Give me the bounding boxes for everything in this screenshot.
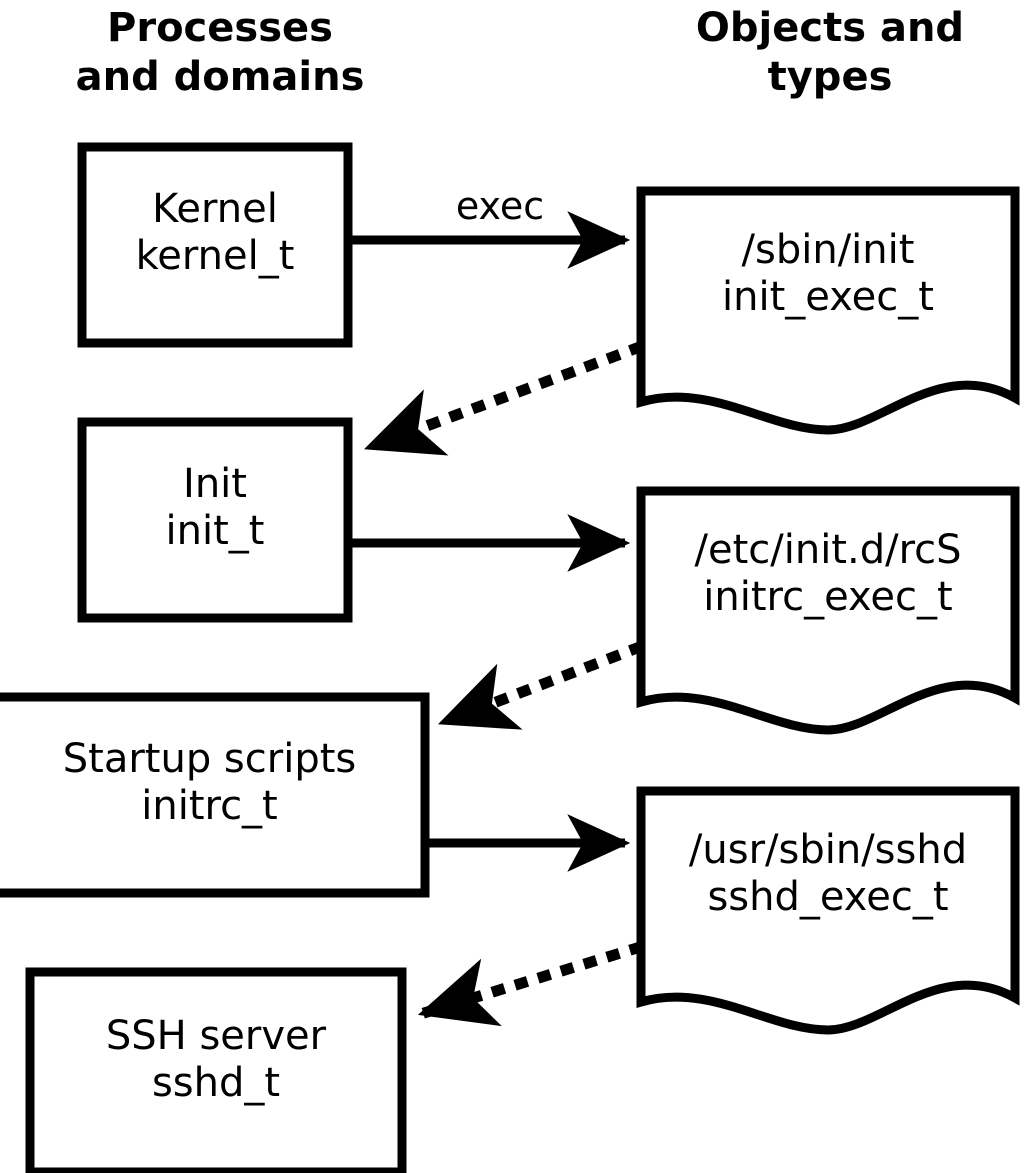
process-node-kernel[interactable] — [77, 142, 353, 348]
process-node-init[interactable] — [77, 417, 353, 623]
column-header-objects: Objects and types — [695, 5, 965, 100]
process-node-sshd[interactable] — [25, 967, 407, 1173]
edge-transition-initrc-exec-to-initrc — [436, 640, 645, 730]
edge-transition-sshd-exec-to-sshd — [417, 941, 644, 1027]
object-node-sshd-exec[interactable] — [636, 786, 1020, 1035]
object-node-init-exec[interactable] — [636, 186, 1020, 435]
object-node-initrc-exec[interactable] — [636, 486, 1020, 735]
process-node-initrc[interactable] — [0, 692, 430, 898]
column-header-processes: Processes and domains — [75, 5, 365, 100]
edge-label-exec: exec — [455, 184, 545, 228]
edge-transition-init-exec-to-init — [362, 340, 645, 456]
